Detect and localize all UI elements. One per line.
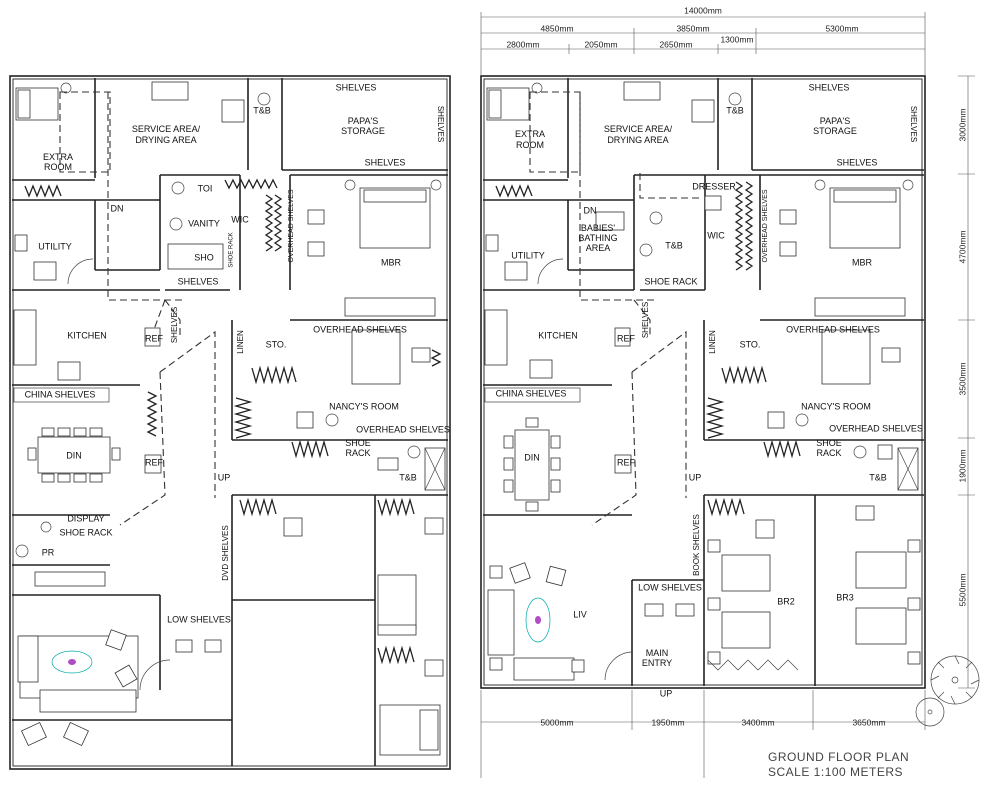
- label-shoe-rack-v: SHOE RACK: [229, 232, 235, 267]
- label-mbr: MBR: [381, 257, 402, 267]
- label-ref-1: REF: [617, 333, 636, 343]
- dim-top-row2-1: 3850mm: [676, 23, 709, 33]
- dim-top-row3-3: 1300mm: [720, 34, 753, 44]
- label-mbr: MBR: [852, 257, 873, 267]
- label-china-shelves: CHINA SHELVES: [25, 389, 96, 399]
- label-sto: STO.: [740, 339, 761, 349]
- label-toi: TOI: [198, 183, 213, 193]
- label-shelves-right: SHELVES: [436, 106, 445, 142]
- label-kitchen: KITCHEN: [538, 330, 578, 340]
- drawing-caption: GROUND FLOOR PLAN SCALE 1:100 METERS: [768, 750, 909, 779]
- label-utility: UTILITY: [511, 250, 545, 260]
- caption-scale: SCALE 1:100 METERS: [768, 765, 903, 779]
- dim-top-row2-0: 4850mm: [540, 23, 573, 33]
- label-shelves-mid: SHELVES: [837, 157, 878, 167]
- label-shoe-rack: SHOE RACK: [644, 276, 697, 286]
- dim-top-row3-0: 2800mm: [506, 39, 539, 49]
- label-dn: DN: [111, 203, 124, 213]
- label-shelves-top: SHELVES: [809, 82, 850, 92]
- dim-top-row3-2: 2650mm: [659, 39, 692, 49]
- dim-top-row2-2: 5300mm: [825, 23, 858, 33]
- label-book-shelves: BOOK SHELVES: [692, 514, 701, 576]
- right-floor-plan: [480, 12, 980, 778]
- label-pr: PR: [42, 547, 55, 557]
- label-wic: WIC: [707, 230, 725, 240]
- label-shelves-top: SHELVES: [336, 82, 377, 92]
- label-overhead-shelves-bottom: OVERHEAD SHELVES: [356, 424, 450, 434]
- dim-right-1: 4700mm: [957, 230, 967, 263]
- dim-bottom-2: 3400mm: [741, 717, 774, 727]
- label-linen: LINEN: [236, 330, 245, 354]
- label-ref-2: REF: [145, 457, 164, 467]
- label-shelves-v: SHELVES: [641, 302, 650, 338]
- label-service-area: SERVICE AREA/DRYING AREA: [604, 124, 673, 145]
- label-nancys-room: NANCY'S ROOM: [801, 401, 871, 411]
- label-sho: SHO: [194, 252, 214, 262]
- dimension-labels: 14000mm 4850mm 3850mm 5300mm 2800mm 2050…: [506, 5, 967, 727]
- dim-right-2: 3500mm: [957, 362, 967, 395]
- label-display: DISPLAY: [67, 513, 104, 523]
- label-low-shelves: LOW SHELVES: [638, 582, 702, 592]
- label-sto: STO.: [266, 339, 287, 349]
- dim-right-4: 5500mm: [957, 573, 967, 606]
- label-liv: LIV: [573, 609, 587, 619]
- label-linen: LINEN: [708, 330, 717, 354]
- label-vanity: VANITY: [188, 218, 220, 228]
- dim-right-3: 1900mm: [957, 449, 967, 482]
- label-nancys-room: NANCY'S ROOM: [329, 401, 399, 411]
- label-overhead-shelves-top: OVERHEAD SHELVES: [786, 324, 880, 334]
- label-overhead-shelves-top: OVERHEAD SHELVES: [313, 324, 407, 334]
- dim-bottom-0: 5000mm: [540, 717, 573, 727]
- label-overhead-shelves-v: OVERHEAD SHELVES: [762, 189, 769, 262]
- label-tb-mid: T&B: [869, 472, 887, 482]
- label-shoe-rack-2: SHOE RACK: [59, 527, 112, 537]
- label-up: UP: [218, 472, 231, 482]
- label-china-shelves: CHINA SHELVES: [496, 388, 567, 398]
- label-tb-top: T&B: [726, 105, 744, 115]
- label-din: DIN: [66, 450, 82, 460]
- label-ref-2: REF: [617, 457, 636, 467]
- dim-bottom-1: 1950mm: [651, 717, 684, 727]
- label-overhead-shelves-bottom: OVERHEAD SHELVES: [829, 423, 923, 433]
- label-shelves-mid: SHELVES: [365, 157, 406, 167]
- label-dn: DN: [584, 205, 597, 215]
- label-br3: BR3: [836, 592, 854, 602]
- dim-bottom-3: 3650mm: [852, 717, 885, 727]
- label-br2: BR2: [777, 596, 795, 606]
- dim-top-total: 14000mm: [684, 5, 722, 15]
- label-up-2: UP: [660, 688, 673, 698]
- label-shelves-right: SHELVES: [909, 106, 918, 142]
- left-floor-plan: [9, 75, 451, 770]
- label-overhead-shelves-v: OVERHEAD SHELVES: [288, 189, 295, 262]
- label-tb-top: T&B: [253, 105, 271, 115]
- label-tb-mid: T&B: [399, 472, 417, 482]
- label-shelves-v: SHELVES: [170, 307, 179, 343]
- label-low-shelves: LOW SHELVES: [167, 614, 231, 624]
- label-ref-1: REF: [145, 333, 164, 343]
- label-dvd-shelves: DVD SHELVES: [221, 525, 230, 580]
- label-shelves-wic: SHELVES: [178, 276, 219, 286]
- label-kitchen: KITCHEN: [67, 330, 107, 340]
- label-wic: WIC: [231, 214, 249, 224]
- label-up: UP: [689, 472, 702, 482]
- label-dresser: DRESSER: [692, 181, 736, 191]
- dim-top-row3-1: 2050mm: [584, 39, 617, 49]
- label-din: DIN: [524, 452, 540, 462]
- dim-right-0: 3000mm: [957, 108, 967, 141]
- label-utility: UTILITY: [38, 241, 72, 251]
- caption-title: GROUND FLOOR PLAN: [768, 750, 909, 764]
- label-tb: T&B: [665, 240, 683, 250]
- label-service-area: SERVICE AREA/DRYING AREA: [132, 124, 201, 145]
